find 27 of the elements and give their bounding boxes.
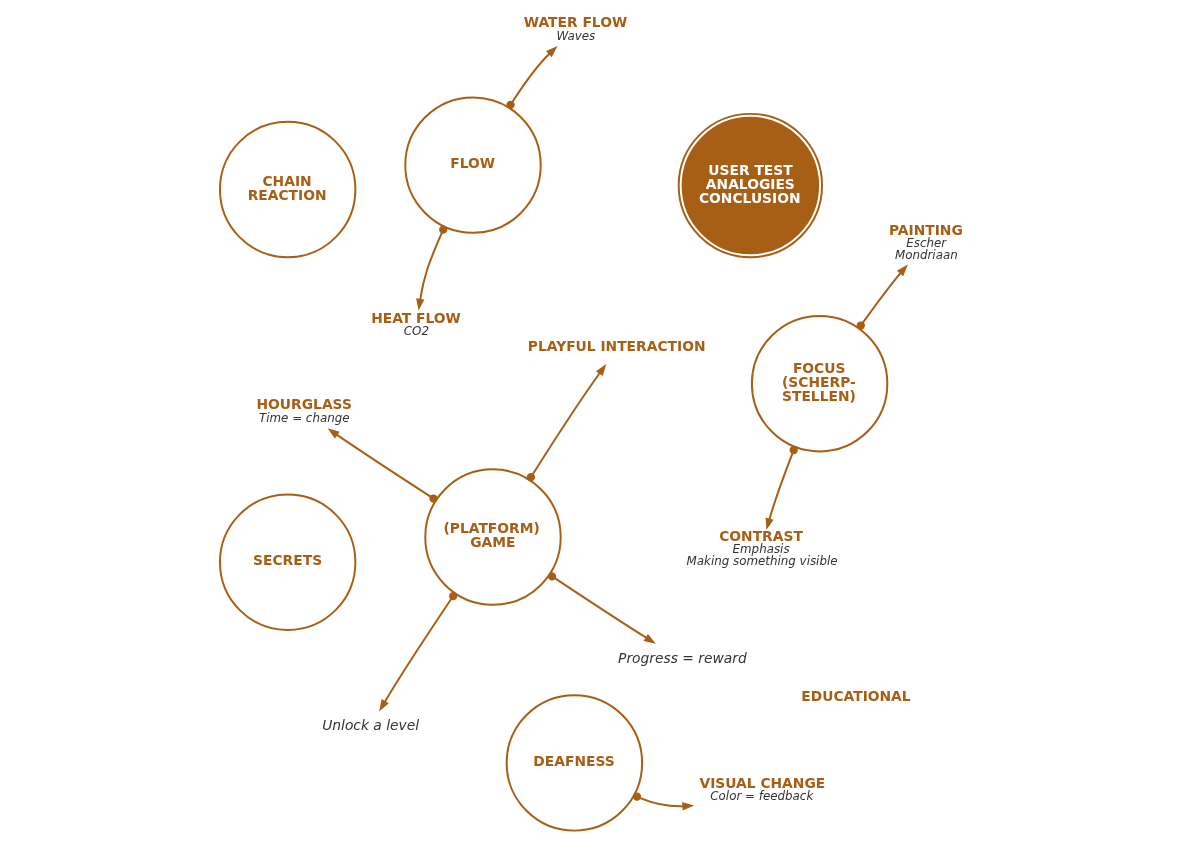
arrow (547, 572, 656, 644)
arrow (505, 46, 558, 109)
node-label: Emphasis (732, 542, 790, 557)
node-text: WATER FLOW (523, 14, 627, 31)
arrow (378, 591, 457, 712)
node-label: Mondriaan (894, 248, 958, 263)
arrow (632, 792, 694, 811)
node-label: Color = feedback (709, 789, 813, 804)
label: EDUCATIONAL (800, 687, 911, 704)
arrow (415, 225, 447, 311)
node-circle: CHAIN REACTION (218, 120, 356, 259)
node-label: CO2 (403, 323, 429, 338)
node-text: HEAT FLOW (370, 309, 461, 326)
arrow (327, 428, 438, 503)
arrow (526, 364, 606, 482)
node-circle: USER TEST ANALOGIES CONCLUSION (677, 112, 823, 259)
node-label: Making something visible (686, 554, 838, 569)
node-circle: (PLATFORM) GAME (423, 468, 562, 606)
arrow (765, 445, 798, 530)
node-text: PLAYFUL INTERACTION (527, 337, 705, 354)
node-text: Unlock a level (321, 716, 419, 733)
arrow (856, 264, 908, 330)
node-label: Time = change (258, 410, 350, 425)
node-label: Waves (555, 28, 595, 43)
node-text: HOURGLASS (256, 396, 352, 413)
node-text: Progress = reward (617, 649, 747, 666)
node-circle: SECRETS (218, 493, 356, 631)
